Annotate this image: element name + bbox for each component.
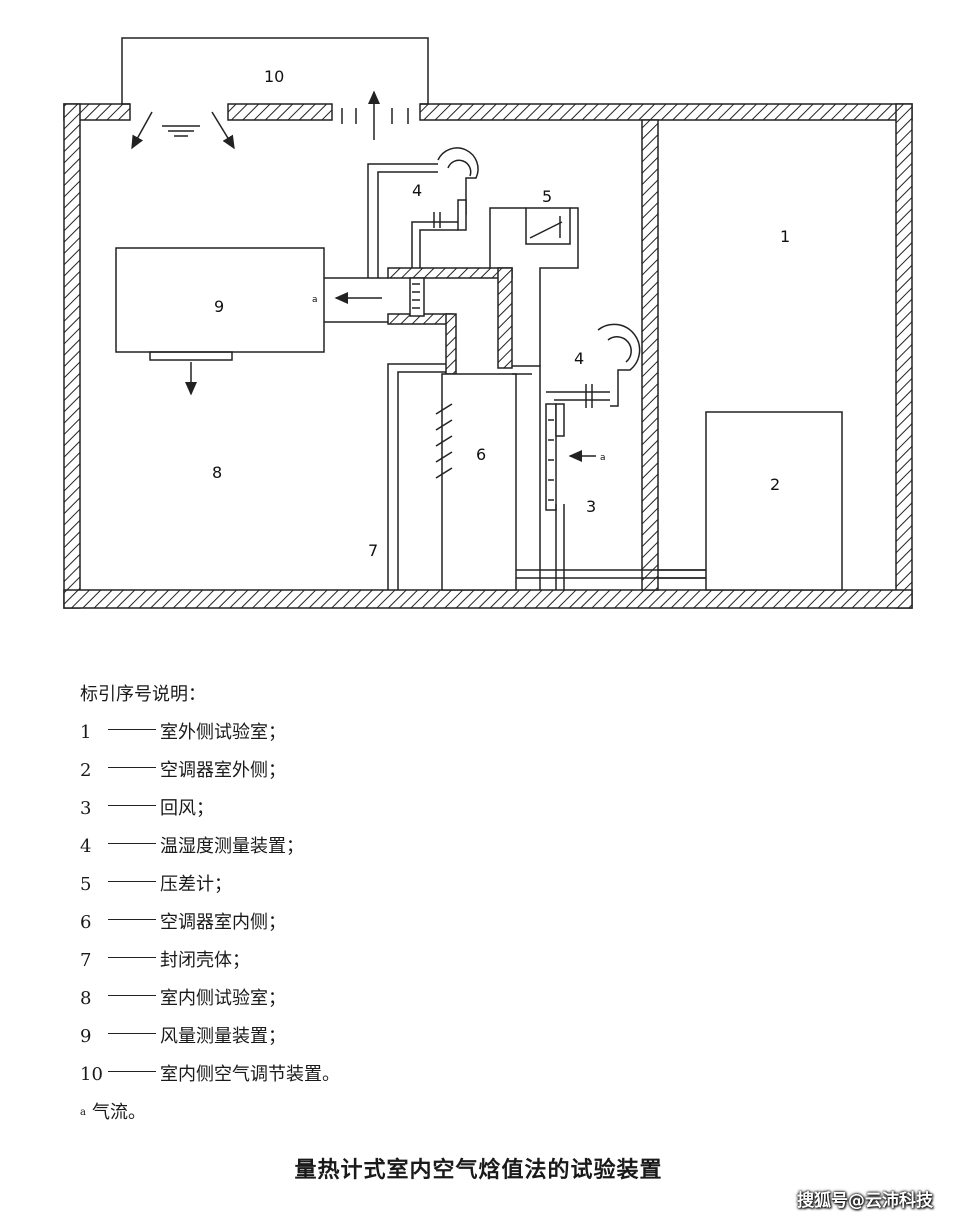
legend-dash [108,1070,156,1072]
legend-note: a 气流。 [80,1094,340,1132]
legend-item-text: 室外侧试验室； [160,722,286,743]
legend-note-text: 气流。 [91,1102,146,1123]
label-10: 10 [264,67,284,86]
legend-item-text: 室内侧试验室； [160,988,286,1009]
legend-dash [108,766,156,768]
legend-item: 10 室内侧空气调节装置。 [80,1056,340,1094]
legend-item-text: 风量测量装置； [160,1026,286,1047]
pressure-gauge [489,207,579,366]
legend-item: 9 风量测量装置； [80,1018,340,1056]
legend-item: 4 温湿度测量装置； [80,828,340,866]
label-2: 2 [770,475,780,494]
legend-item-number: 3 [80,798,92,819]
legend-dash [108,842,156,844]
test-apparatus-diagram: 1 2 3 4 4 5 6 7 8 9 10 a a [63,37,913,609]
legend-dash [108,994,156,996]
legend-item: 3 回风； [80,790,340,828]
legend-item-text: 空调器室内侧； [160,912,286,933]
airflow-measurement-device [115,247,400,396]
temp-humidity-device-upper [367,147,479,278]
legend-item-number: 8 [80,988,92,1009]
legend-item-number: 6 [80,912,92,933]
diagram-labels: 1 2 3 4 4 5 6 7 8 9 10 a a [212,67,790,560]
legend-item-text: 压差计； [160,874,232,895]
legend-dash [108,1032,156,1034]
legend-dash [108,918,156,920]
label-5: 5 [542,187,552,206]
legend-item: 6 空调器室内侧； [80,904,340,942]
outdoor-unit [658,411,843,591]
figure-caption: 量热计式室内空气焓值法的试验装置 [294,1158,663,1183]
label-8: 8 [212,463,222,482]
legend-dash [108,880,156,882]
legend-dash [108,728,156,730]
legend-item-number: 5 [80,874,92,895]
legend-item-number: 2 [80,760,92,781]
legend-item: 8 室内侧试验室； [80,980,340,1018]
legend-item-number: 1 [80,722,92,743]
legend-item-number: 9 [80,1026,92,1047]
legend-item: 1 室外侧试验室； [80,714,340,752]
label-4-upper: 4 [412,181,422,200]
legend-item-text: 室内侧空气调节装置。 [160,1064,340,1085]
legend-item-number: 4 [80,836,92,857]
legend-item-text: 回风； [160,798,214,819]
legend: 标引序号说明： 1 室外侧试验室； 2 空调器室外侧； 3 回风； 4 温湿度测量装置；… [80,676,340,1132]
label-1: 1 [780,227,790,246]
legend-item: 7 封闭壳体； [80,942,340,980]
legend-item-text: 温湿度测量装置； [160,836,304,857]
airflow-mark-a-1: a [312,295,318,305]
temp-humidity-device-lower [545,323,641,590]
legend-note-mark: a [80,1107,86,1118]
airflow-mark-a-2: a [600,453,606,463]
indoor-air-conditioning-device [121,37,429,150]
legend-item-number: 7 [80,950,92,971]
label-3: 3 [586,497,596,516]
watermark: 搜狐号@云沛科技 [797,1191,933,1211]
legend-dash [108,804,156,806]
legend-item-text: 封闭壳体； [160,950,250,971]
label-4-lower: 4 [574,349,584,368]
label-6: 6 [476,445,486,464]
legend-title: 标引序号说明： [80,684,206,705]
legend-item-text: 空调器室外侧； [160,760,286,781]
legend-dash [108,956,156,958]
supply-air-duct [387,267,513,375]
legend-item: 2 空调器室外侧； [80,752,340,790]
label-7: 7 [368,541,378,560]
indoor-unit [435,373,517,591]
legend-item: 5 压差计； [80,866,340,904]
legend-item-number: 10 [80,1064,103,1085]
label-9: 9 [214,297,224,316]
